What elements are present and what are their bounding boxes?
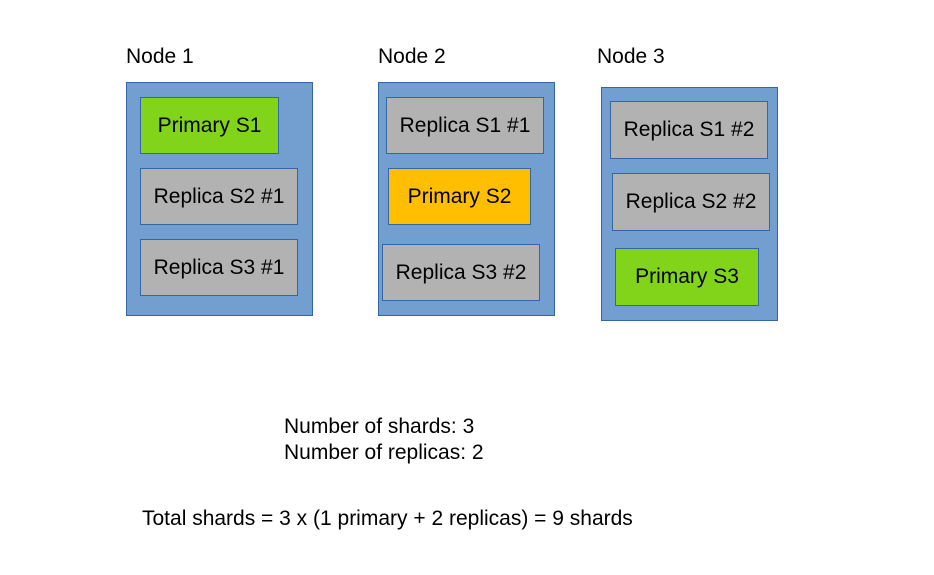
node-3-shard-replica-s2-2: Replica S2 #2: [612, 173, 770, 231]
node-3-shard-primary-s3: Primary S3: [615, 248, 759, 306]
replicas-count-text: Number of replicas: 2: [284, 441, 484, 464]
node-2-shard-replica-s3-2: Replica S3 #2: [382, 244, 540, 301]
total-shards-formula: Total shards = 3 x (1 primary + 2 replic…: [142, 507, 633, 530]
node-2-shard-primary-s2: Primary S2: [388, 168, 531, 225]
node-1-shard-replica-s2-1: Replica S2 #1: [140, 168, 298, 225]
node-3-shard-replica-s1-2: Replica S1 #2: [610, 101, 768, 159]
node-1-title: Node 1: [126, 45, 194, 68]
node-2-title: Node 2: [378, 45, 446, 68]
node-1-shard-replica-s3-1: Replica S3 #1: [140, 239, 298, 296]
node-3-title: Node 3: [597, 45, 665, 68]
shards-count-text: Number of shards: 3: [284, 415, 475, 438]
node-1-shard-primary-s1: Primary S1: [140, 97, 279, 154]
node-2-shard-replica-s1-1: Replica S1 #1: [386, 97, 544, 154]
